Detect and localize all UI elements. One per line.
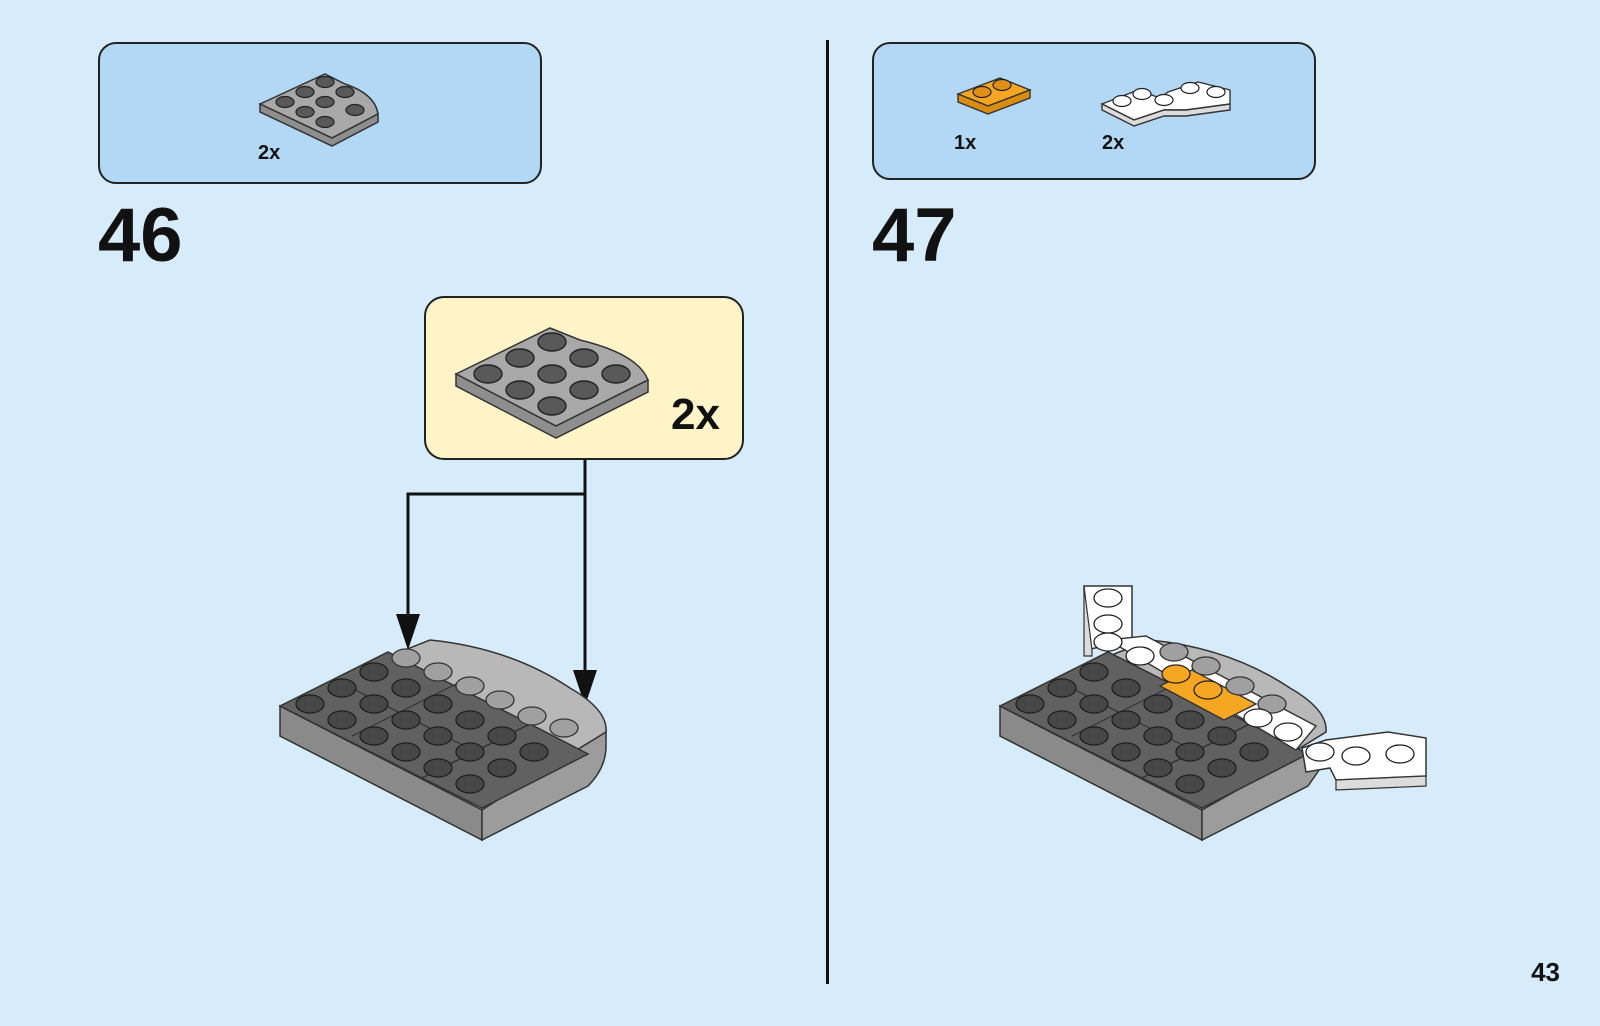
parts-list-box: 1x 2x <box>872 42 1316 180</box>
part-quantity: 1x <box>954 132 976 155</box>
step-number: 47 <box>872 198 957 274</box>
page-number: 43 <box>1531 957 1560 988</box>
part-quantity: 2x <box>1102 132 1124 155</box>
build-model-step-47 <box>996 580 1436 870</box>
build-model-step-46 <box>270 640 620 870</box>
white-hinge-plate-icon <box>1098 74 1238 130</box>
orange-plate-1x2-icon <box>954 74 1034 124</box>
page-divider <box>826 40 829 984</box>
